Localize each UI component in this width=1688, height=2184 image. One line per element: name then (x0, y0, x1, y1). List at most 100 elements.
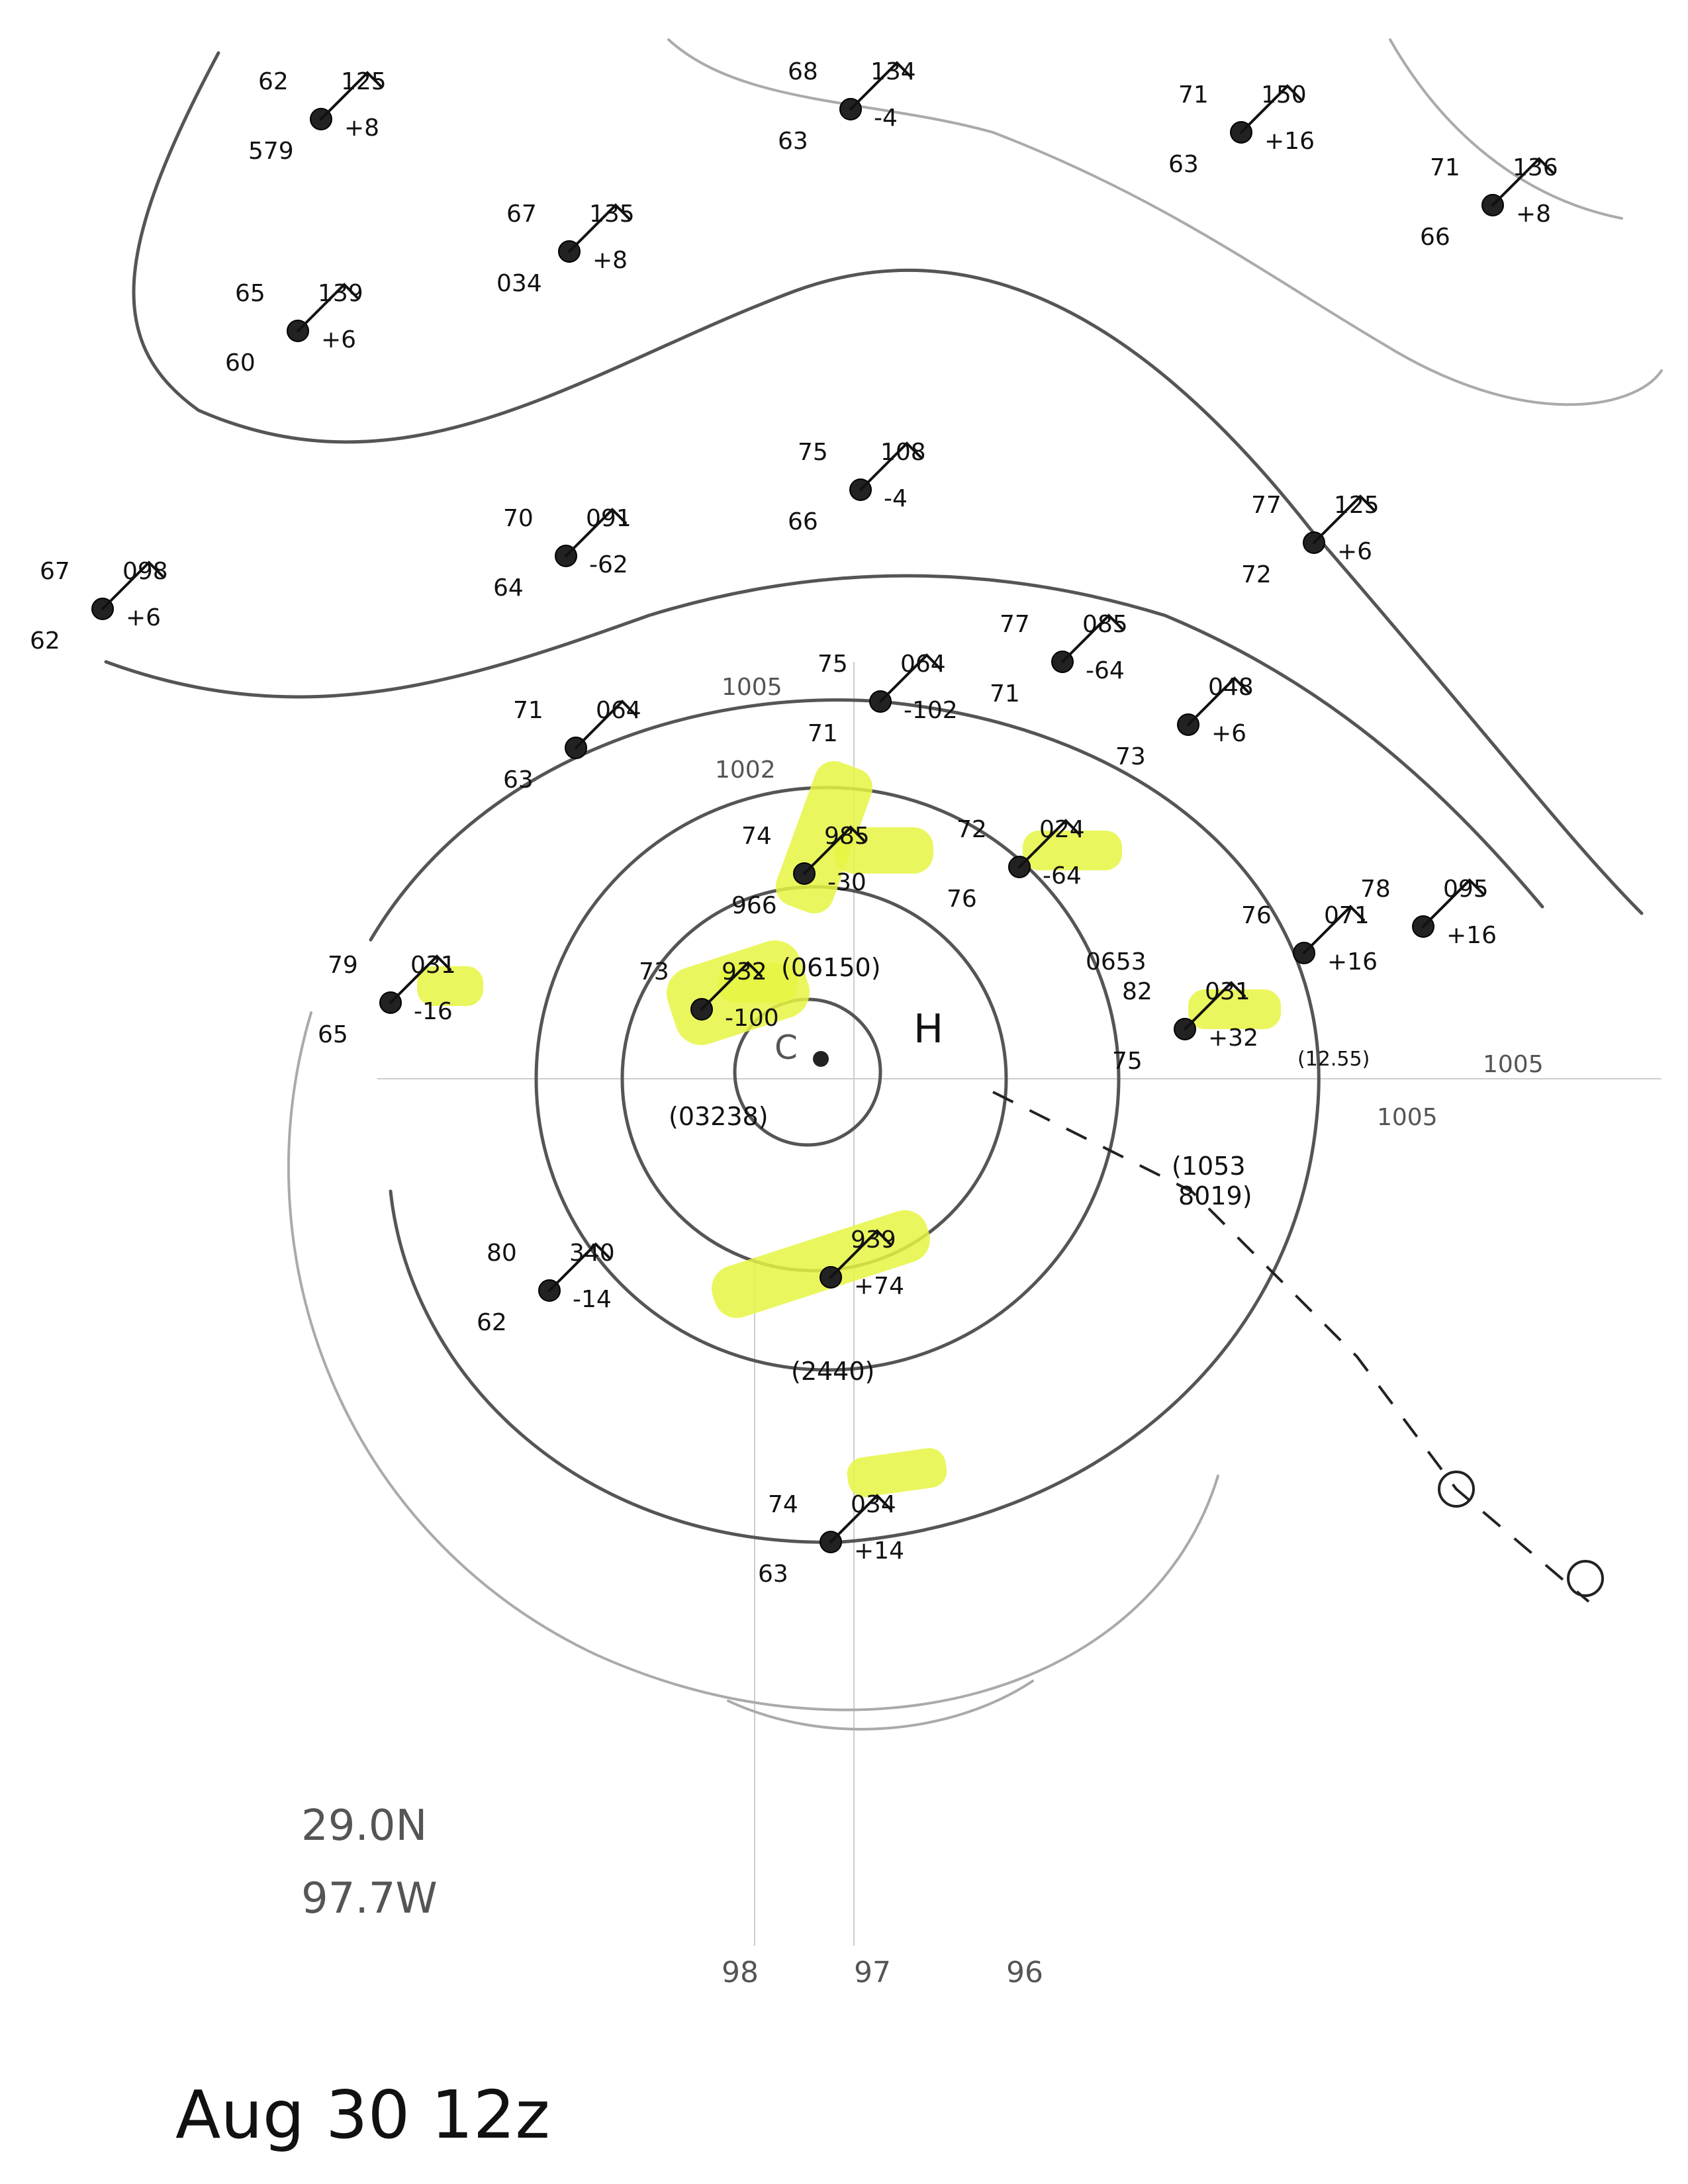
isobar-label: 1005 (1377, 1104, 1438, 1131)
station-tendency: +6 (1337, 538, 1372, 565)
annotation: (2440) (791, 1357, 874, 1386)
wind-barb (1303, 905, 1365, 954)
isobar-outer-2 (667, 38, 1663, 406)
station-tendency: -30 (827, 869, 867, 896)
longitude-tick: 97 (854, 1956, 891, 1989)
station-pressure: 135 (589, 201, 635, 228)
wind-barb (320, 71, 382, 120)
station-plot: 939+74 (820, 1226, 904, 1300)
station-tendency: -14 (573, 1286, 612, 1313)
station-temperature: 74 (741, 823, 772, 850)
station-tendency: -100 (725, 1005, 779, 1032)
station-pressure: 932 (722, 958, 767, 985)
station-dewpoint: 66 (788, 508, 818, 535)
center-longitude: 97.7W (301, 1874, 438, 1923)
station-tendency: +74 (854, 1273, 904, 1300)
annotation: 0653 (1086, 948, 1147, 976)
station-tendency: -64 (1086, 657, 1125, 684)
station-tendency: +6 (126, 604, 161, 631)
wind-barb (568, 203, 630, 253)
station-dewpoint: 60 (225, 349, 256, 377)
isobar-outer-3 (1389, 38, 1623, 220)
station-tendency: -16 (414, 998, 453, 1025)
isobar-ring-6 (727, 1680, 1034, 1731)
station-dewpoint: 63 (503, 766, 534, 794)
wind-barb (849, 61, 912, 111)
isobar-label: 1002 (715, 756, 776, 784)
center-mark-c: C (774, 1028, 798, 1067)
station-pressure: 134 (870, 58, 916, 85)
station-dewpoint: 62 (30, 627, 60, 655)
station-pressure: 136 (1513, 154, 1558, 181)
station-pressure: 064 (900, 651, 946, 678)
station-tendency: -102 (904, 697, 958, 724)
station-tendency: -4 (884, 485, 908, 512)
station-plot: 67 098 62 +6 (30, 558, 168, 655)
wind-barb (700, 961, 763, 1011)
station-dewpoint: 76 (947, 886, 977, 913)
station-plot: 73 932 -100 (639, 958, 779, 1032)
annotation: (03238) (669, 1102, 769, 1131)
station-temperature: 68 (788, 58, 818, 85)
wind-barb (575, 700, 637, 749)
station-pressure: 048 (1208, 674, 1254, 701)
isobar-outer-1 (132, 51, 1644, 915)
wind-barb (1422, 878, 1484, 928)
storm-center-dot (813, 1051, 829, 1067)
station-dewpoint: 73 (1115, 743, 1146, 770)
station-temperature: 71 (1430, 154, 1460, 181)
station-temperature: 77 (1251, 492, 1282, 519)
isobar-label: 1005 (1483, 1051, 1544, 1078)
station-temperature: 77 (1000, 611, 1030, 638)
track-position-marker (1438, 1471, 1475, 1508)
center-latitude: 29.0N (301, 1801, 427, 1850)
map-date-label: Aug 30 12z (175, 2076, 550, 2154)
annotation: 8019) (1178, 1181, 1252, 1210)
station-temperature: 67 (40, 558, 70, 585)
station-temperature: 73 (639, 958, 669, 985)
station-tendency: +16 (1264, 128, 1315, 155)
station-pressure: 071 (1324, 902, 1370, 929)
wind-barb (1187, 676, 1249, 726)
station-pressure: 098 (122, 558, 168, 585)
station-tendency: +16 (1327, 948, 1378, 976)
wind-barb (548, 1242, 610, 1292)
station-pressure: 024 (1039, 816, 1085, 843)
station-temperature: 65 (235, 280, 265, 307)
station-temperature: 76 (1241, 902, 1272, 929)
wind-barb (389, 954, 451, 1004)
wind-barb (859, 441, 921, 491)
station-pressure: 064 (596, 697, 641, 724)
station-pressure: 340 (569, 1240, 615, 1267)
highlight-marks (417, 760, 1281, 1497)
wind-barb (1240, 84, 1302, 134)
station-dewpoint: 63 (1168, 151, 1199, 178)
station-temperature: 71 (1178, 81, 1209, 109)
station-dewpoint: 63 (778, 128, 808, 155)
station-temperature: 80 (487, 1240, 517, 1267)
station-dewpoint: 71 (990, 680, 1020, 707)
wind-barb (803, 825, 865, 875)
station-dewpoint: 66 (1420, 224, 1450, 251)
longitude-tick: 96 (1006, 1956, 1043, 1989)
station-pressure: 985 (824, 823, 870, 850)
station-pressure: 108 (880, 439, 926, 466)
wind-barb (1313, 494, 1375, 544)
wind-barb (297, 283, 359, 332)
wind-barb (1018, 819, 1080, 868)
center-mark-h: H (914, 1006, 943, 1052)
wind-barb (1061, 614, 1123, 663)
station-dewpoint: 72 (1241, 561, 1272, 588)
station-tendency: -62 (589, 551, 628, 578)
